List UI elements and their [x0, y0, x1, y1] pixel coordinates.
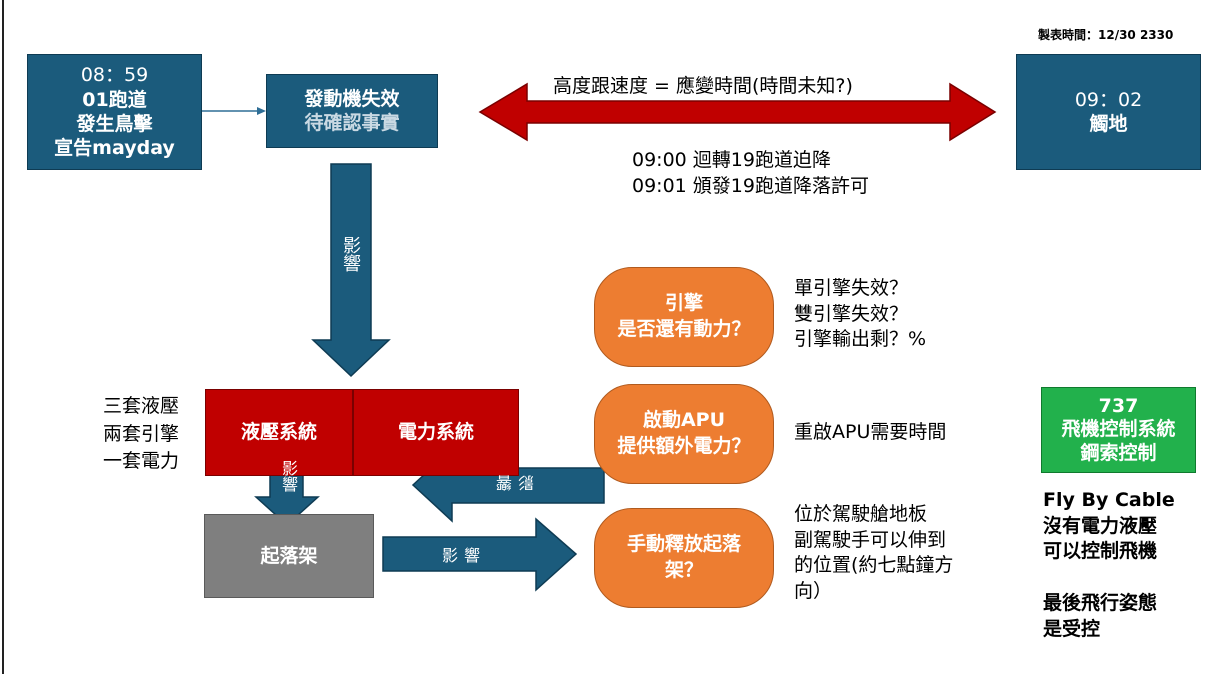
- right-note-final-attitude: 最後飛行姿態: [1043, 591, 1158, 614]
- gear-note-4: 向）: [794, 579, 833, 602]
- influence-label-right: 影響: [442, 546, 487, 565]
- apu-question-notes: 重啟APU需要時間: [794, 420, 946, 446]
- b737-control-box: 737 飛機控制系統 鋼索控制: [1041, 387, 1196, 473]
- gear-release-question-subtitle: 架？: [664, 559, 703, 581]
- system-count-electric: 一套電力: [103, 450, 180, 473]
- chart-timestamp: 製表時間：12/30 2330: [1038, 28, 1174, 42]
- right-note-controlled: 是受控: [1043, 617, 1101, 640]
- apu-question-title: 啟動APU: [642, 409, 726, 432]
- engine-question-notes: 單引擎失效？ 雙引擎失效？ 引擎輸出剩？%: [794, 276, 926, 353]
- b737-cable-control: 鋼索控制: [1080, 441, 1157, 464]
- engine-note-single: 單引擎失效？: [794, 277, 909, 299]
- gear-note-1: 位於駕駛艙地板: [794, 503, 928, 525]
- system-count-hydraulic: 三套液壓: [103, 395, 180, 417]
- b737-model: 737: [1098, 395, 1139, 418]
- engine-question-subtitle: 是否還有動力？: [617, 318, 751, 340]
- touchdown-box: 09：02 觸地: [1016, 54, 1201, 170]
- apu-question-subtitle: 提供額外電力？: [617, 435, 751, 457]
- landing-gear-box: 起落架: [204, 514, 374, 598]
- right-notes: Fly By Cable 沒有電力液壓 可以控制飛機 最後飛行姿態 是受控: [1043, 488, 1175, 642]
- left-border-line: [2, 0, 4, 674]
- event-start-box: 08：59 01跑道 發生鳥擊 宣告mayday: [27, 54, 202, 170]
- event-start-runway: 01跑道: [82, 88, 147, 111]
- connector-arrowhead: [257, 107, 266, 115]
- electrical-system-label: 電力系統: [397, 421, 474, 444]
- right-note-spacer: [1043, 565, 1175, 591]
- system-count-engine: 兩套引擎: [103, 422, 180, 445]
- timeline-note-2: 09:01 頒發19跑道降落許可: [632, 175, 869, 197]
- engine-note-output: 引擎輸出剩？%: [794, 328, 927, 351]
- influence-label-main: 影響: [340, 236, 361, 272]
- landing-gear-label: 起落架: [260, 544, 318, 567]
- time-double-arrow: [478, 82, 997, 142]
- touchdown-label: 觸地: [1089, 113, 1128, 135]
- gear-release-question-pill: 手動釋放起落 架？: [594, 508, 774, 608]
- time-arrow-label: 高度跟速度 = 應變時間(時間未知?): [553, 75, 853, 97]
- b737-control-system: 飛機控制系統: [1061, 418, 1176, 441]
- right-note-fly-by-cable: Fly By Cable: [1043, 489, 1175, 511]
- influence-down-arrow: [311, 163, 391, 378]
- timeline-note-1: 09:00 迴轉19跑道迫降: [632, 149, 831, 171]
- engine-failure-title: 發動機失效: [304, 87, 400, 110]
- hydraulic-system-label: 液壓系統: [240, 421, 317, 444]
- influence-label-small: 影響: [279, 460, 298, 492]
- engine-note-dual: 雙引擎失效？: [794, 302, 909, 325]
- event-start-time: 08：59: [80, 64, 149, 87]
- event-start-mayday: 宣告mayday: [54, 137, 175, 160]
- influence-label-left: 影響: [490, 473, 535, 492]
- apu-note-restart: 重啟APU需要時間: [794, 421, 947, 443]
- system-count-note: 三套液壓 兩套引擎 一套電力: [103, 393, 179, 476]
- hydraulic-system-box: 液壓系統: [205, 389, 353, 476]
- gear-release-question-title: 手動釋放起落: [626, 533, 741, 556]
- gear-release-notes: 位於駕駛艙地板 副駕駛手可以伸到 的位置(約七點鐘方 向）: [794, 502, 953, 605]
- right-arrow: [382, 517, 578, 592]
- engine-failure-box: 發動機失效 待確認事實: [266, 74, 438, 148]
- right-note-can-control: 可以控制飛機: [1043, 540, 1158, 563]
- engine-failure-subtitle: 待確認事實: [304, 112, 400, 134]
- right-note-no-power: 沒有電力液壓: [1043, 514, 1158, 537]
- gear-note-2: 副駕駛手可以伸到: [794, 528, 947, 551]
- apu-question-pill: 啟動APU 提供額外電力？: [594, 384, 774, 484]
- touchdown-time: 09：02: [1074, 88, 1143, 111]
- engine-question-title: 引擎: [664, 292, 703, 315]
- event-start-birdstrike: 發生鳥擊: [76, 113, 153, 135]
- engine-question-pill: 引擎 是否還有動力？: [594, 267, 774, 367]
- gear-note-3: 的位置(約七點鐘方: [794, 554, 954, 577]
- electrical-system-box: 電力系統: [353, 389, 519, 476]
